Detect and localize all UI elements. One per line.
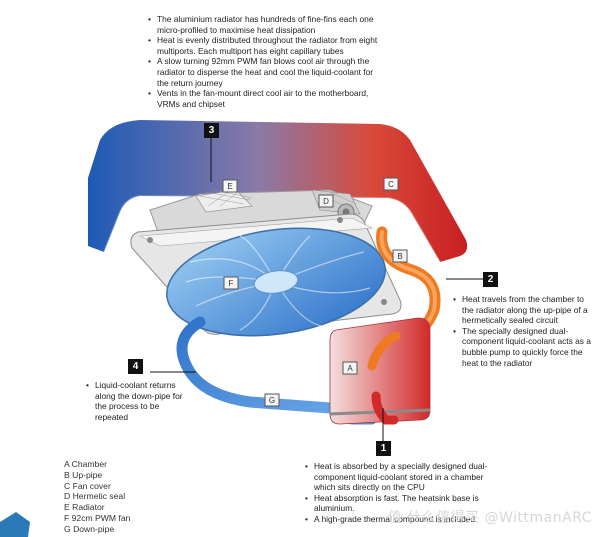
note-down-pipe: Liquid-coolant returns along the down-pi… — [86, 380, 186, 422]
callout-g-letter: G — [269, 396, 275, 405]
note-right-item: The specially designed dual-component li… — [453, 326, 595, 368]
part-callouts: E D C B F A G — [222, 177, 408, 407]
note-bottom-item: Heat absorption is fast. The heatsink ba… — [305, 493, 497, 514]
callout-f-letter: F — [229, 279, 234, 288]
note-right-item: Heat travels from the chamber to the rad… — [453, 294, 595, 326]
legend-item: D Hermetic seal — [64, 491, 126, 502]
callout-c — [383, 177, 399, 191]
note-top-item: A slow turning 92mm PWM fan blows cool a… — [148, 56, 380, 88]
callout-b-letter: B — [397, 252, 402, 261]
legend-item: E Radiator — [64, 502, 105, 513]
note-top-item: Heat is evenly distributed throughout th… — [148, 35, 380, 56]
leader-lines — [150, 137, 484, 442]
legend-item: A Chamber — [64, 459, 107, 469]
note-bottom-item: Heat is absorbed by a specially designed… — [305, 461, 497, 493]
fan — [166, 227, 386, 337]
callout-g — [264, 393, 280, 407]
corner-logo-icon — [0, 512, 30, 537]
step-1-tag: 1 — [376, 441, 391, 456]
note-radiator: The aluminium radiator has hundreds of f… — [148, 14, 380, 109]
legend-item: B Up-pipe — [64, 469, 103, 480]
legend-item: C Fan cover — [64, 480, 111, 491]
step-4-tag: 4 — [128, 359, 143, 374]
callout-e — [222, 179, 238, 193]
callout-b — [392, 249, 408, 263]
step-2-tag: 2 — [483, 272, 498, 287]
callout-d-letter: D — [323, 197, 329, 206]
callout-c-letter: C — [388, 180, 394, 189]
note-bottom-item: A high-grade thermal compound is include… — [305, 514, 497, 525]
callout-e-letter: E — [227, 182, 232, 191]
chamber — [329, 317, 431, 425]
note-left-item: Liquid-coolant returns along the down-pi… — [86, 380, 186, 422]
callout-f — [223, 276, 239, 290]
watermark: 值 什么值得买 @WittmanARC — [387, 510, 592, 526]
note-top-item: The aluminium radiator has hundreds of f… — [148, 14, 380, 35]
legend-item: F 92cm PWM fan — [64, 512, 131, 523]
parts-legend: A Chamber B Up-pipe C Fan cover D Hermet… — [64, 459, 130, 535]
step-3-tag: 3 — [204, 123, 219, 138]
note-top-item: Vents in the fan-mount direct cool air t… — [148, 88, 380, 109]
callout-a — [342, 361, 358, 375]
note-chamber: Heat is absorbed by a specially designed… — [305, 461, 497, 525]
note-up-pipe: Heat travels from the chamber to the rad… — [453, 294, 595, 368]
legend-item: G Down-pipe — [64, 523, 115, 534]
callout-a-letter: A — [347, 364, 353, 373]
callout-d — [318, 194, 334, 208]
